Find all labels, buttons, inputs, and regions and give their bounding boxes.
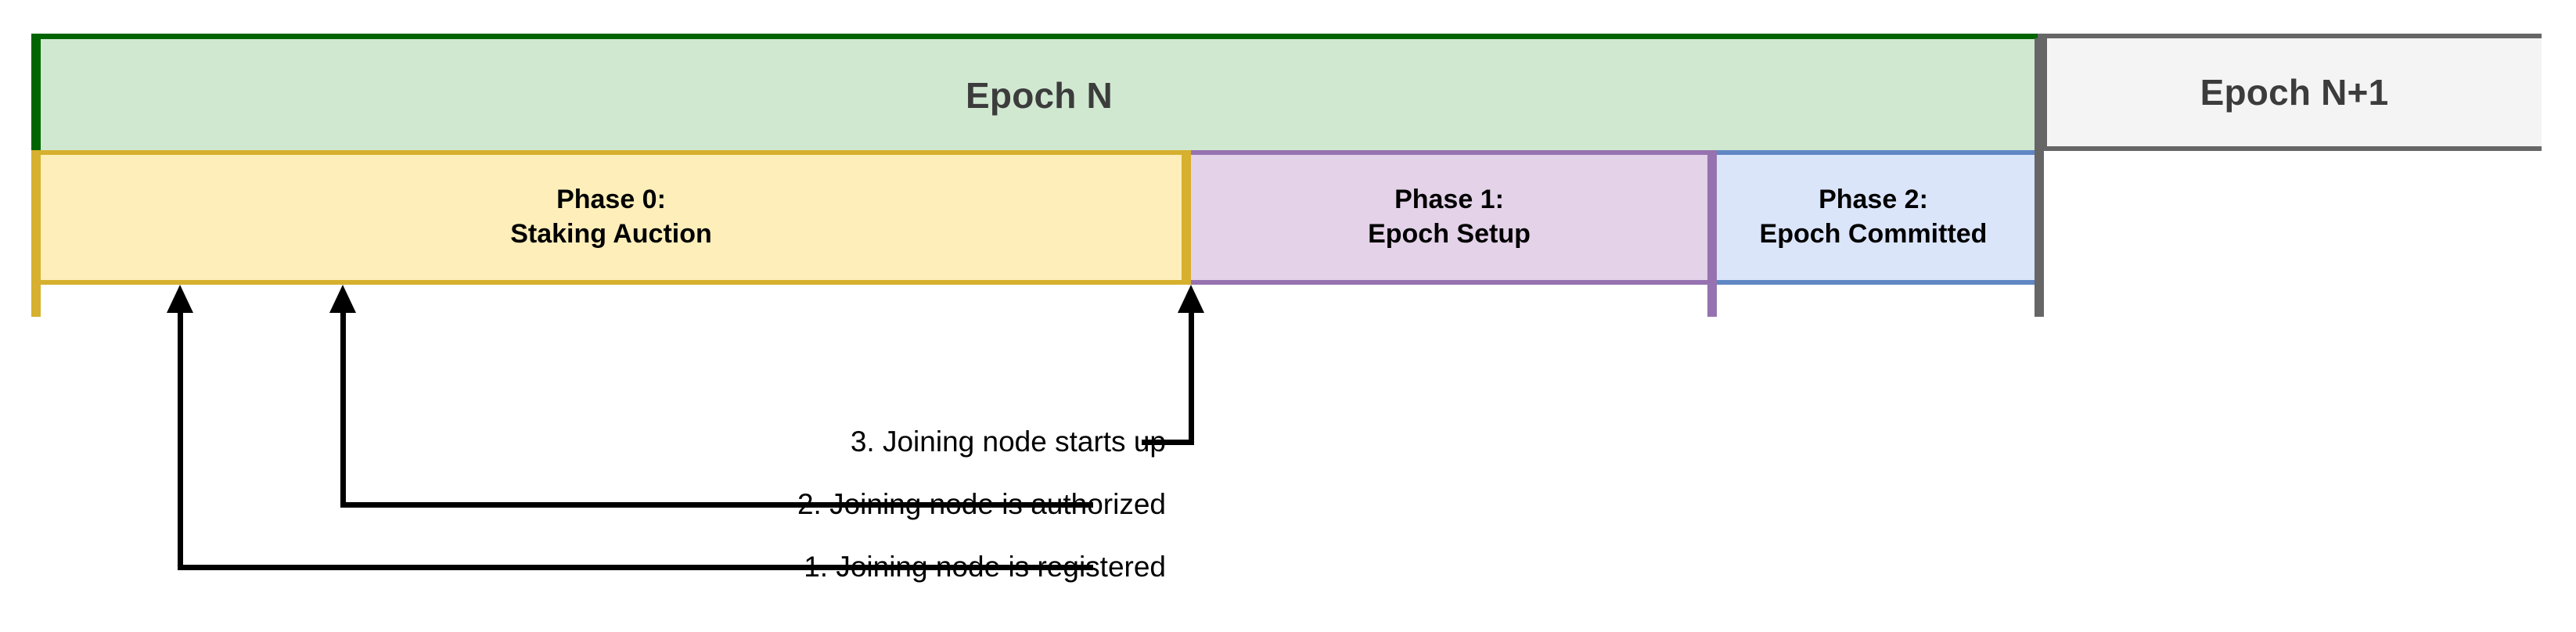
callout-2-leader-horizontal [340, 502, 1093, 508]
callout-3-leader-horizontal [1142, 440, 1194, 445]
phase-0-end-boundary-tick [1182, 150, 1191, 285]
callout-2-leader-vertical [340, 310, 346, 508]
callout-3-arrow-icon [1178, 285, 1204, 313]
callout-1-label: 1. Joining node is registered [804, 551, 1166, 583]
epoch-start-boundary-tick [31, 150, 41, 317]
callout-2-label: 2. Joining node is authorized [797, 488, 1166, 520]
epoch-n-end-boundary-tick [2035, 38, 2044, 317]
epoch-n-box: Epoch N [31, 34, 2038, 151]
phase-0-title: Phase 0: [556, 185, 666, 215]
epoch-n-plus-1-box: Epoch N+1 [2038, 34, 2542, 151]
phase-2-box: Phase 2: Epoch Committed [1707, 150, 2039, 285]
callout-3-leader-vertical [1189, 310, 1194, 445]
phase-1-subtitle: Epoch Setup [1368, 219, 1531, 249]
callout-3-label: 3. Joining node starts up [850, 426, 1166, 458]
callout-2-arrow-icon [329, 285, 356, 313]
phase-1-end-boundary-tick [1707, 150, 1717, 317]
phase-1-title: Phase 1: [1394, 185, 1504, 215]
phase-0-box: Phase 0: Staking Auction [31, 150, 1191, 285]
callout-1-arrow-icon [167, 285, 193, 313]
callout-1-leader-vertical [178, 310, 183, 570]
phase-2-title: Phase 2: [1819, 185, 1928, 215]
epoch-n-plus-1-label: Epoch N+1 [2200, 72, 2389, 113]
phase-2-subtitle: Epoch Committed [1759, 219, 1988, 249]
phase-1-box: Phase 1: Epoch Setup [1186, 150, 1712, 285]
phase-0-subtitle: Staking Auction [510, 219, 712, 249]
epoch-n-label: Epoch N [966, 74, 1113, 116]
callout-1-leader-horizontal [178, 565, 1093, 570]
